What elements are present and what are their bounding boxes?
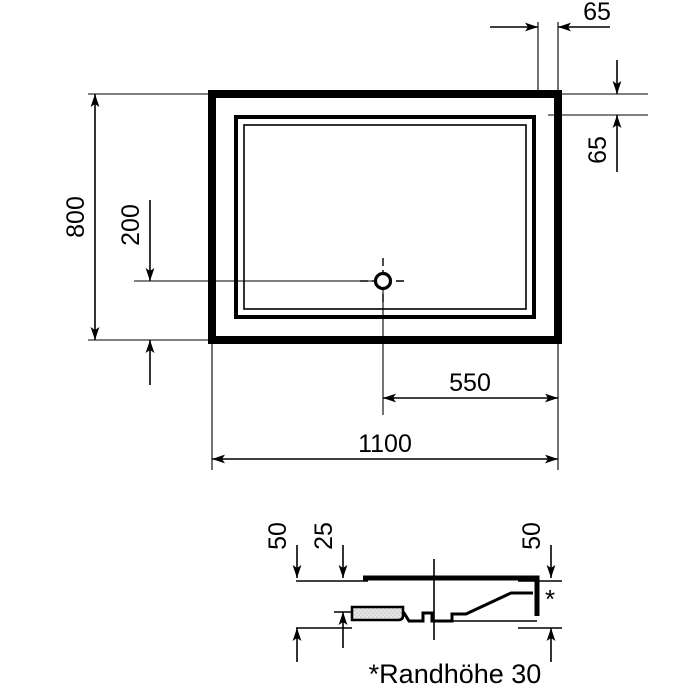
randhoehe-note: *Randhöhe 30 xyxy=(369,659,542,689)
dimension-50-left: 50 xyxy=(264,522,302,662)
dimension-25-left-label: 25 xyxy=(310,522,338,550)
plan-extension-lines xyxy=(88,22,648,470)
tray-rim-outline xyxy=(234,115,536,319)
dimension-1100: 1100 xyxy=(212,430,558,464)
dimension-50-right-label: 50 xyxy=(518,522,546,550)
tray-outer-outline xyxy=(208,90,562,344)
dimension-50-right: 50 xyxy=(518,522,556,662)
dimension-65-horizontal-label: 65 xyxy=(583,0,611,26)
dimension-1100-label: 1100 xyxy=(358,430,412,458)
section-flange-block xyxy=(350,605,405,622)
drain-circle-icon xyxy=(373,271,393,291)
rim-asterisk-marker: * xyxy=(545,584,555,614)
dimension-200-label: 200 xyxy=(117,204,145,246)
section-view: 50 25 50 * *Randhöhe 30 xyxy=(264,522,562,689)
dimension-65-vertical-label: 65 xyxy=(584,136,612,164)
dimension-550: 550 xyxy=(383,369,558,403)
tray-basin-outline xyxy=(243,124,527,310)
dimension-25-left: 25 xyxy=(310,522,348,648)
plan-view: 800 200 65 65 550 1100 xyxy=(62,0,648,470)
dimension-550-label: 550 xyxy=(449,369,491,397)
dimension-800-label: 800 xyxy=(62,196,90,238)
section-underside-profile xyxy=(363,591,533,623)
section-top-slab xyxy=(363,575,540,616)
dimension-65-horizontal: 65 xyxy=(490,0,611,32)
dimension-800: 800 xyxy=(62,94,100,340)
dimension-50-left-label: 50 xyxy=(264,522,292,550)
dimension-65-vertical: 65 xyxy=(584,60,622,172)
drain-outlet xyxy=(360,258,406,304)
dimension-200: 200 xyxy=(117,200,155,385)
